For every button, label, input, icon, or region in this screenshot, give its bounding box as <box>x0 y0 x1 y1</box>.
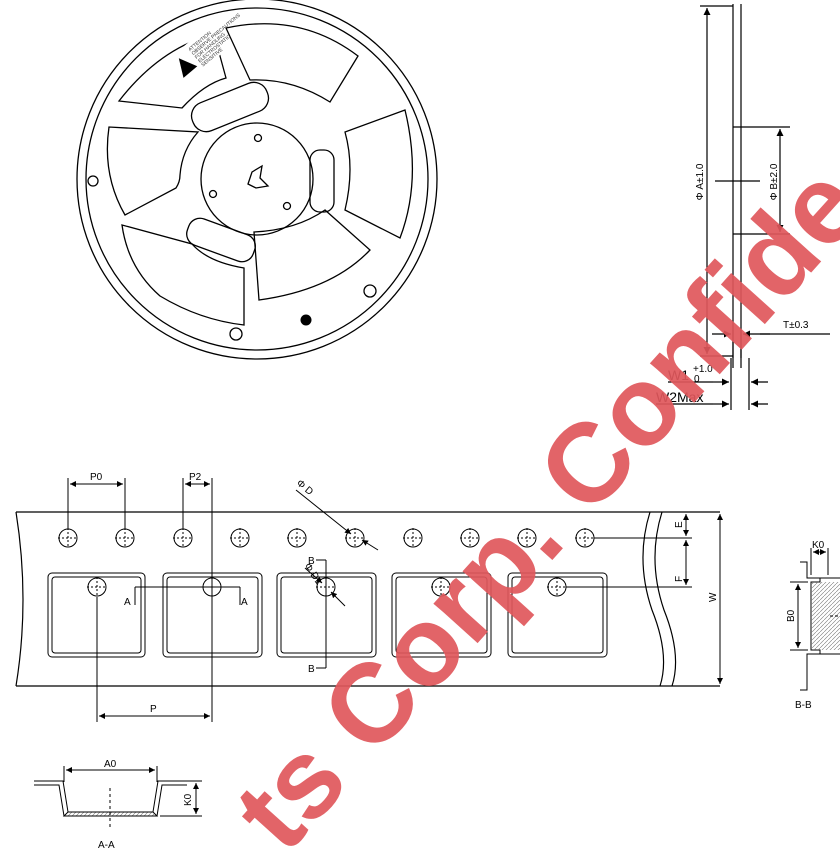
reel-slot <box>190 81 270 133</box>
reel-slot <box>186 217 256 263</box>
reel-dot <box>300 314 312 326</box>
dim-f-label: F <box>674 576 685 582</box>
section-aa-title: A-A <box>98 840 115 851</box>
reel-front-view <box>76 0 438 360</box>
dim-a-label: Φ A±1.0 <box>695 163 706 200</box>
sprocket-hole <box>403 528 423 548</box>
dim-w-label: W <box>708 592 719 602</box>
hub-key <box>247 164 270 189</box>
pocket <box>507 572 608 658</box>
dim-p0-label: P0 <box>90 472 103 483</box>
reel-window <box>253 209 371 301</box>
carrier-tape <box>15 511 720 687</box>
section-bb <box>790 548 840 691</box>
dim-d-label: Φ D <box>294 478 315 498</box>
reel-window <box>225 23 359 103</box>
dim-p-label: P <box>150 704 157 715</box>
section-bb-b0: B0 <box>786 609 797 622</box>
pocket <box>391 572 492 658</box>
section-bb-k0: K0 <box>812 540 825 551</box>
sprocket-hole <box>173 528 193 548</box>
section-a-right: A <box>241 597 248 608</box>
section-a-left: A <box>124 597 131 608</box>
dim-w1-tolerance-lower: 0 <box>694 374 700 385</box>
dim-w2-label: W2Max <box>656 389 703 405</box>
dim-p2-label: P2 <box>189 472 202 483</box>
reel-window <box>106 126 200 216</box>
dim-w1-tolerance-upper: +1.0 <box>693 364 713 375</box>
sprocket-hole <box>230 528 250 548</box>
dim-e-label: E <box>674 521 685 528</box>
section-b-bottom: B <box>308 664 315 675</box>
sprocket-hole <box>345 528 365 548</box>
sprocket-hole <box>460 528 480 548</box>
esd-warning-icon <box>178 58 198 78</box>
section-aa-k0: K0 <box>183 793 194 806</box>
dim-w1-label: W1 <box>668 367 689 383</box>
dim-t-label: T±0.3 <box>783 320 809 331</box>
reel-side-view <box>656 4 830 410</box>
section-aa <box>34 766 202 830</box>
tape-dimensions <box>67 478 723 722</box>
watermark-text: ts Corp. Confide <box>210 142 840 857</box>
sprocket-hole <box>115 528 135 548</box>
reel-hub <box>200 122 314 236</box>
section-aa-a0: A0 <box>104 759 117 770</box>
section-b-top: B <box>308 556 315 567</box>
dim-b-label: Φ B±2.0 <box>769 163 780 200</box>
sprocket-hole <box>287 528 307 548</box>
sprocket-hole <box>58 528 78 548</box>
sprocket-hole <box>517 528 537 548</box>
reel-slot <box>309 149 335 213</box>
reel-window <box>344 109 414 239</box>
reel-window <box>121 224 245 326</box>
section-bb-title: B-B <box>795 700 812 711</box>
